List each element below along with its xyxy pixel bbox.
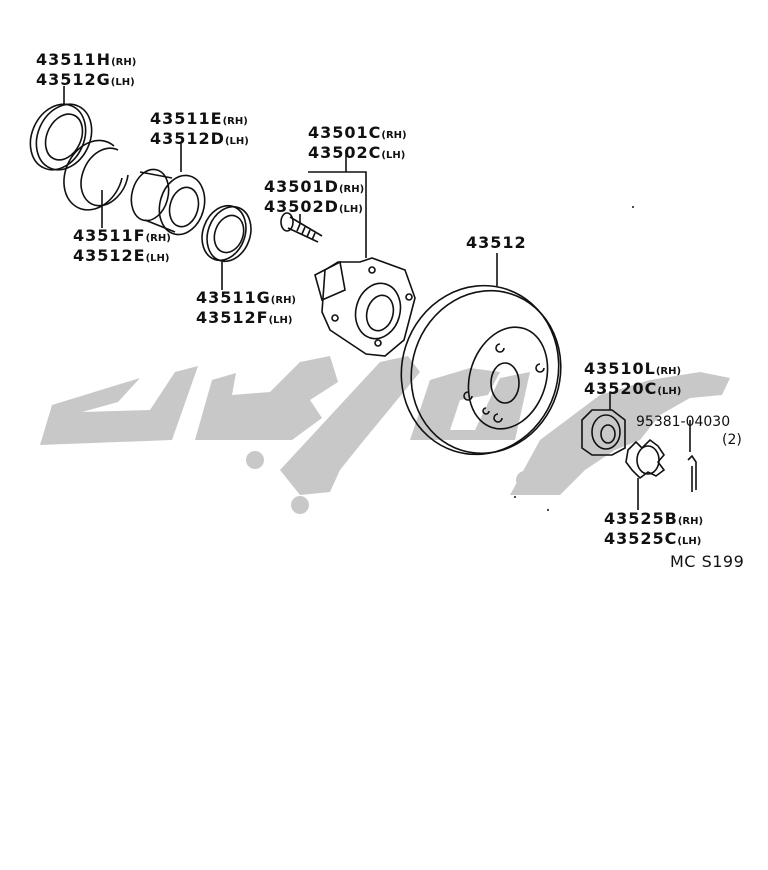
- cotter-pin-drawing: [687, 420, 697, 492]
- lock-cap-part-number: 43525B(RH) 43525C(LH): [604, 509, 704, 548]
- inner-seal-part-number: 43511G(RH) 43512F(LH): [196, 288, 297, 327]
- hub-part-number: 43501C(RH) 43502C(LH): [308, 123, 407, 162]
- hub-bolt-drawing: [280, 212, 323, 243]
- diagram-code: MC S199: [670, 552, 745, 571]
- hub-nut-drawing: [581, 392, 626, 456]
- axle-hub-drawing: [308, 150, 416, 357]
- bearing-drawing: [130, 142, 206, 236]
- brake-disc-drawing: [400, 253, 562, 456]
- cotter-pin-part-number: 95381-04030: [636, 414, 731, 430]
- snap-ring-part-number: 43511F(RH) 43512E(LH): [73, 226, 171, 265]
- inner-oil-seal-drawing: [201, 204, 252, 290]
- bearing-part-number: 43511E(RH) 43512D(LH): [150, 109, 249, 148]
- outer-seal-part-number: 43511H(RH) 43512G(LH): [36, 50, 137, 89]
- hub-bolt-part-number: 43501D(RH) 43502D(LH): [264, 177, 365, 216]
- snap-ring-drawing: [63, 139, 129, 228]
- outer-oil-seal-drawing: [29, 86, 93, 171]
- disc-part-number: 43512: [466, 233, 527, 252]
- part-drawings: [29, 86, 697, 511]
- nut-part-number: 43510L(RH) 43520C(LH): [584, 359, 682, 398]
- lock-cap-drawing: [625, 438, 666, 510]
- cotter-pin-quantity: (2): [722, 432, 742, 448]
